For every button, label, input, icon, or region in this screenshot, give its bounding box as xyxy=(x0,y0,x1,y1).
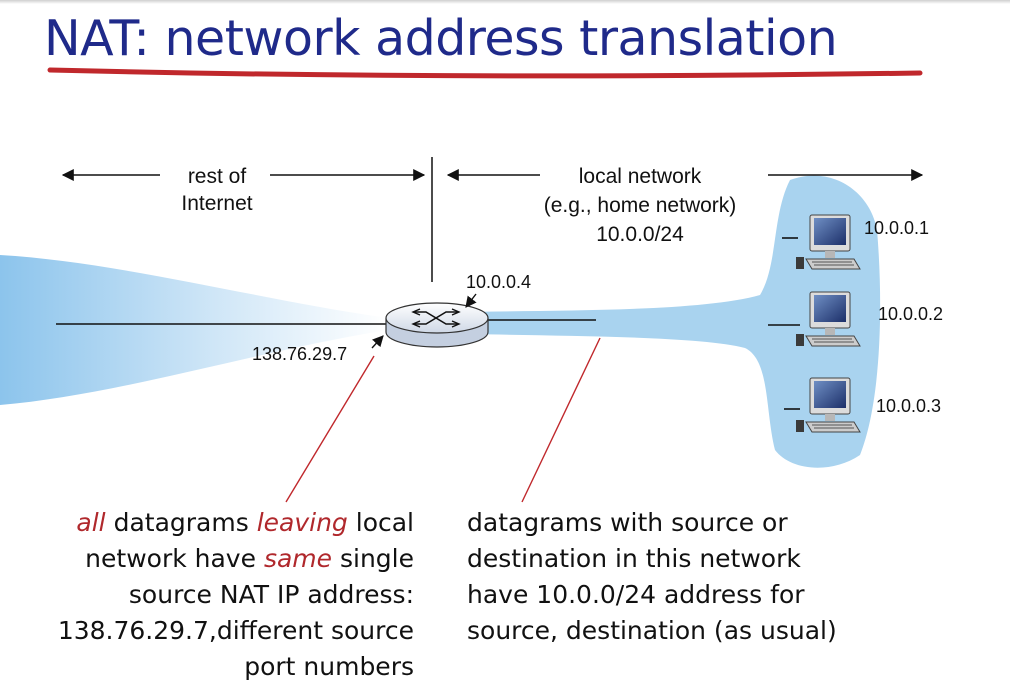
caption-line: datagrams with source or xyxy=(467,508,788,537)
host2-address: 10.0.0.2 xyxy=(878,304,943,324)
left-caption: all datagrams leaving local network have… xyxy=(0,505,414,685)
rest-of-internet-label-2: Internet xyxy=(181,192,252,215)
router-local-address: 10.0.0.4 xyxy=(466,272,531,292)
caption-line: 138.76.29.7,different source xyxy=(57,616,414,645)
caption-text: datagrams xyxy=(105,508,257,537)
right-callout-line xyxy=(521,337,601,503)
home-network-label: (e.g., home network) xyxy=(544,194,737,217)
rest-of-internet-label: rest of xyxy=(188,165,247,188)
router-public-address: 138.76.29.7 xyxy=(252,344,347,364)
slide-title: NAT: network address translation xyxy=(44,10,838,67)
caption-line: source, destination (as usual) xyxy=(467,616,837,645)
internet-cloud xyxy=(0,255,388,405)
local-network-area xyxy=(470,175,881,468)
caption-text: network have xyxy=(85,544,264,573)
caption-line: destination in this network xyxy=(467,544,801,573)
caption-text: single xyxy=(332,544,414,573)
host3-address: 10.0.0.3 xyxy=(876,396,941,416)
local-network-label: local network xyxy=(579,165,702,188)
right-caption: datagrams with source or destination in … xyxy=(467,505,987,649)
emphasis-all: all xyxy=(76,508,106,537)
caption-line: have 10.0.0/24 address for xyxy=(467,580,805,609)
emphasis-leaving: leaving xyxy=(256,508,348,537)
title-underline xyxy=(47,67,923,79)
host1-address: 10.0.0.1 xyxy=(864,218,929,238)
router-local-pointer xyxy=(465,293,477,308)
nat-router-icon xyxy=(385,302,489,348)
caption-text: local xyxy=(347,508,414,537)
router-public-pointer xyxy=(371,335,384,349)
caption-line: source NAT IP address: xyxy=(128,580,414,609)
caption-line: port numbers xyxy=(244,652,414,681)
emphasis-same: same xyxy=(263,544,333,573)
left-callout-line xyxy=(285,355,375,503)
top-border xyxy=(0,0,1010,4)
subnet-label: 10.0.0/24 xyxy=(596,223,684,246)
